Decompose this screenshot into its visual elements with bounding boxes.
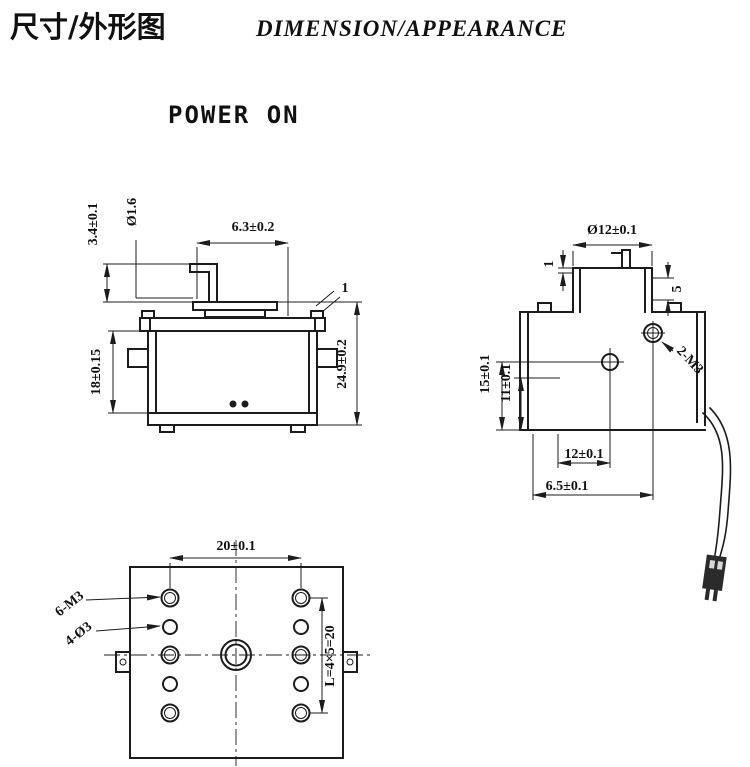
dim-label-arm-height: 3.4±0.1 xyxy=(86,203,101,246)
dim-label-hole-lower: 11±0.1 xyxy=(499,364,514,402)
bottom-view-centerlines xyxy=(104,540,372,766)
side-view: Ø12±0.1 1 5 15±0.1 11±0.1 12±0.1 6.5±0.1… xyxy=(478,223,732,602)
dim-label-boss-height: 5 xyxy=(670,286,685,293)
front-view-outline xyxy=(127,263,338,433)
dim-label-top-offset: 1 xyxy=(542,261,557,268)
plate-tab-right xyxy=(342,651,358,673)
bottom-view-outline xyxy=(115,566,358,759)
dim-hole-x2 xyxy=(532,345,654,500)
hole-note-label: 4-Ø3 xyxy=(63,619,96,649)
dim-plate-thickness xyxy=(315,290,341,313)
thread-note-label: 2-M3 xyxy=(673,344,706,378)
bottom-view: 20±0.1 6-M3 4-Ø3 L=4×5=20 xyxy=(53,539,372,766)
plate-tab-left xyxy=(115,651,131,673)
thread-note-leader xyxy=(85,594,161,601)
front-view: 3.4±0.1 Ø1.6 6.3±0.2 1 18±0.15 24.9±0.2 xyxy=(86,198,362,433)
bottom-view-dimensions xyxy=(85,555,328,714)
dim-label-width: 20±0.1 xyxy=(216,539,255,554)
dim-overall-height xyxy=(277,301,362,426)
terminal-dot-left xyxy=(229,400,237,408)
dim-stroke xyxy=(196,240,289,316)
terminal-dot-right xyxy=(241,400,249,408)
dim-hole-span xyxy=(169,555,302,588)
front-view-dimensions xyxy=(103,240,362,426)
power-on-label: POWER ON xyxy=(168,101,300,129)
plunger-disc xyxy=(192,301,278,311)
dim-label-hole-x2: 6.5±0.1 xyxy=(546,479,589,494)
dim-boss-height xyxy=(652,262,674,316)
dim-arm-height xyxy=(103,263,193,303)
mount-tab-left xyxy=(127,348,149,368)
dim-label-overall-height: 24.9±0.2 xyxy=(335,339,350,389)
dim-hole-x xyxy=(557,376,611,468)
hole-note-leader xyxy=(95,624,161,632)
leader-pin-dia xyxy=(135,240,193,299)
dim-hole-lower xyxy=(514,377,560,431)
dim-label-boss-dia: Ø12±0.1 xyxy=(587,223,637,238)
wire-connector xyxy=(702,554,727,602)
dim-label-hole-x: 12±0.1 xyxy=(564,447,603,462)
thread-leader xyxy=(661,341,674,353)
mount-tab-right xyxy=(316,348,338,368)
side-view-outline xyxy=(519,249,706,431)
lead-wire xyxy=(701,406,732,561)
dim-label-body-height: 18±0.15 xyxy=(89,349,104,395)
side-view-dimensions xyxy=(496,242,674,500)
page-title-english: DIMENSION/APPEARANCE xyxy=(255,16,567,41)
dim-body-height xyxy=(108,330,148,414)
dim-hole-upper xyxy=(496,361,520,431)
dim-top-offset xyxy=(558,250,573,291)
plunger-arm xyxy=(189,263,218,303)
pitch-note-label: L=4×5=20 xyxy=(323,625,338,686)
dim-label-plate: 1 xyxy=(342,281,349,296)
dim-label-stroke: 6.3±0.2 xyxy=(232,220,275,235)
dim-label-pin-dia: Ø1.6 xyxy=(125,198,140,226)
thread-note-label-bottom: 6-M3 xyxy=(53,589,87,620)
center-hole xyxy=(220,639,252,671)
dim-pitch xyxy=(310,597,328,714)
side-view-centerlines xyxy=(496,321,665,376)
dim-boss-dia xyxy=(572,242,653,266)
dim-label-hole-upper: 15±0.1 xyxy=(478,354,493,393)
page-title-chinese: 尺寸/外形图 xyxy=(10,10,166,44)
